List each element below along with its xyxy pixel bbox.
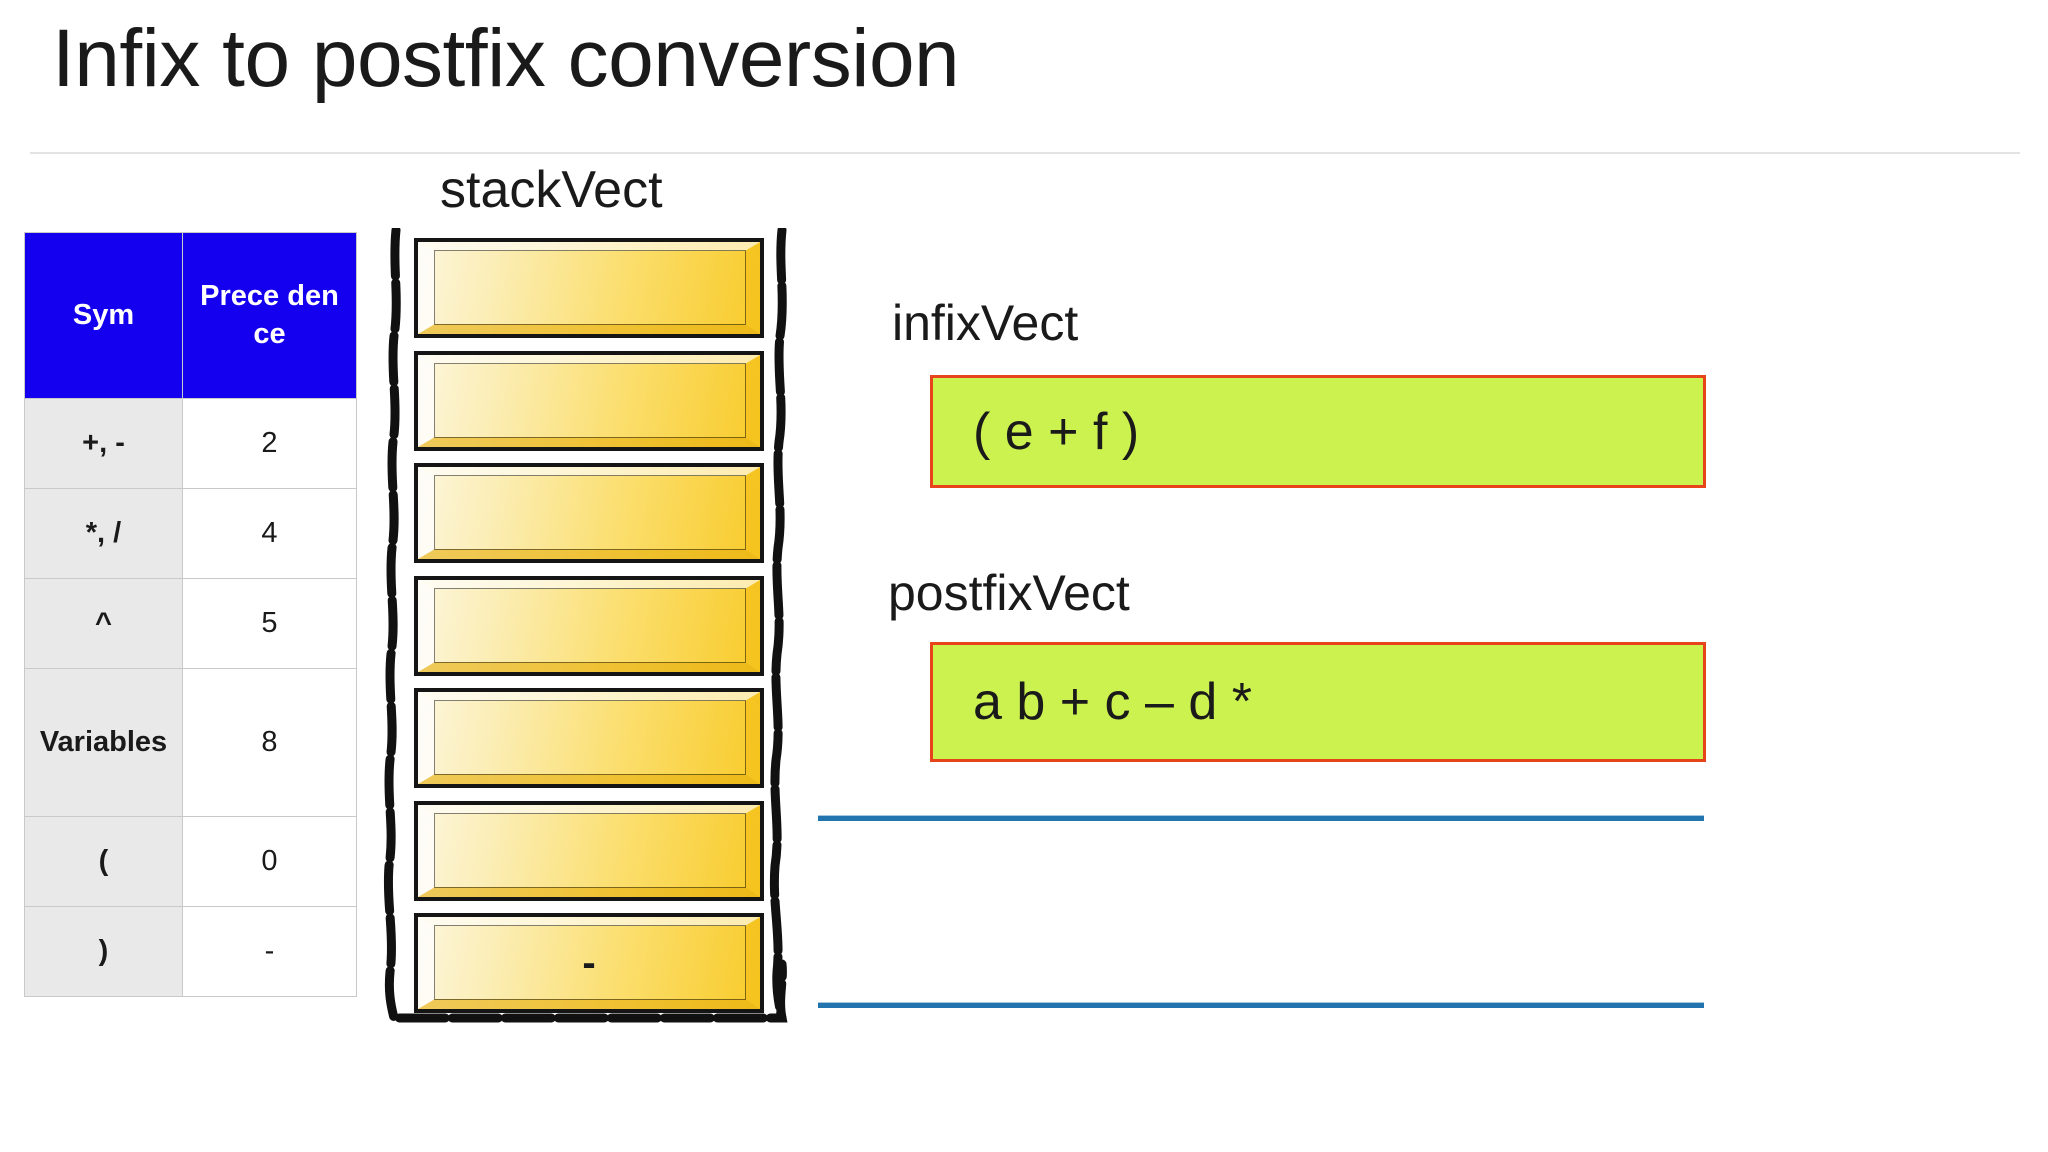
title-divider	[30, 152, 2020, 154]
column-header-precedence: Prece dence	[182, 232, 357, 399]
stack-slot[interactable]	[414, 350, 764, 451]
infix-vector-label: infixVect	[892, 295, 1079, 351]
stack-slot[interactable]	[414, 688, 764, 788]
stack-slot[interactable]	[414, 238, 764, 338]
stack-outline-sketch-icon	[383, 228, 788, 1023]
stack-slot[interactable]: -	[414, 913, 764, 1013]
cell-precedence: 2	[182, 398, 357, 489]
cell-precedence: 4	[182, 488, 357, 579]
stack-slot[interactable]	[414, 800, 764, 901]
table-row: ) -	[24, 906, 357, 997]
table-row: ^ 5	[24, 578, 357, 669]
table-header-row: Sym Prece dence	[24, 232, 357, 399]
table-row: *, / 4	[24, 488, 357, 579]
cell-symbol: +, -	[24, 398, 183, 489]
stack-label: stackVect	[440, 161, 663, 219]
table-row: Variables 8	[24, 668, 357, 817]
cell-symbol: (	[24, 816, 183, 907]
cell-precedence: 5	[182, 578, 357, 669]
cell-precedence: 8	[182, 668, 357, 817]
blue-rule-bottom	[818, 1002, 1704, 1008]
precedence-table: Sym Prece dence +, - 2 *, / 4 ^ 5 Variab…	[24, 232, 357, 997]
infix-vector-value: ( e + f )	[973, 402, 1140, 461]
infix-vector-box[interactable]: ( e + f )	[930, 375, 1706, 488]
cell-symbol: )	[24, 906, 183, 997]
postfix-vector-value: a b + c – d *	[973, 673, 1252, 731]
stack-slot[interactable]	[414, 575, 764, 676]
stack-container: -	[378, 228, 798, 1026]
table-row: +, - 2	[24, 398, 357, 489]
stack-slot-list: -	[414, 238, 764, 1013]
cell-symbol: *, /	[24, 488, 183, 579]
stack-slot[interactable]	[414, 463, 764, 563]
table-row: ( 0	[24, 816, 357, 907]
column-header-sym: Sym	[24, 232, 183, 399]
blue-rule-top	[818, 815, 1704, 821]
cell-precedence: -	[182, 906, 357, 997]
cell-symbol: Variables	[24, 668, 183, 817]
page-title: Infix to postfix conversion	[52, 13, 960, 104]
cell-precedence: 0	[182, 816, 357, 907]
stack-slot-value: -	[582, 941, 596, 985]
postfix-vector-label: postfixVect	[888, 565, 1130, 621]
postfix-vector-box[interactable]: a b + c – d *	[930, 642, 1706, 762]
cell-symbol: ^	[24, 578, 183, 669]
